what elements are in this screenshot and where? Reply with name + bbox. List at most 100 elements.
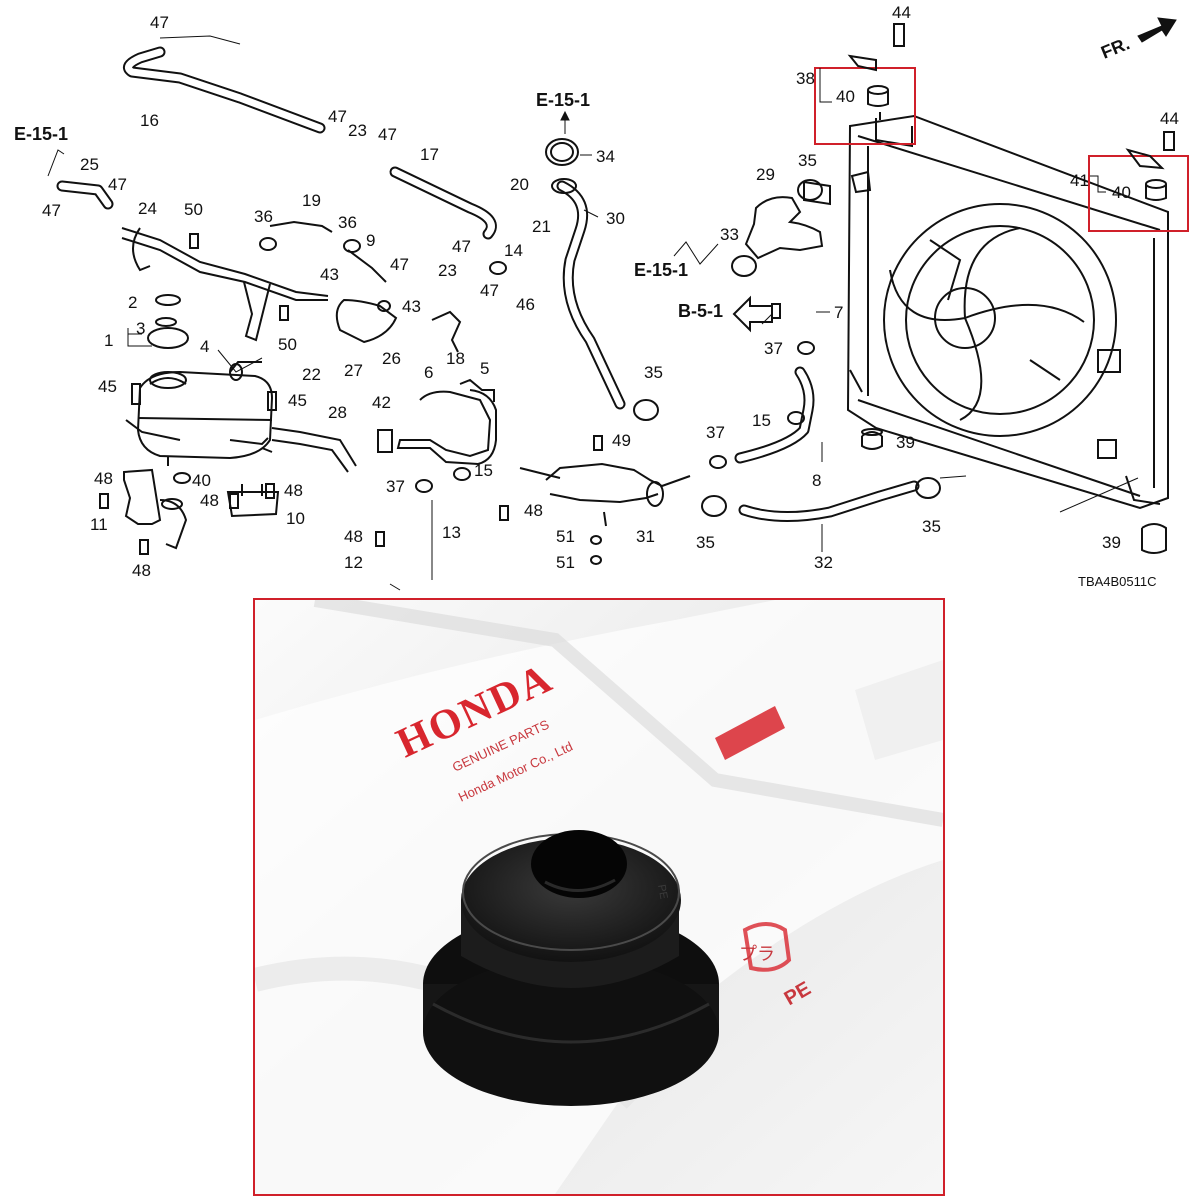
front-label: FR. — [1098, 33, 1132, 62]
callout: 35 — [696, 533, 715, 552]
callout: 50 — [184, 200, 203, 219]
callout: 34 — [596, 147, 615, 166]
callout: 17 — [420, 145, 439, 164]
part-mark: PE — [655, 884, 669, 901]
callout: 37 — [386, 477, 405, 496]
callout: 4 — [200, 337, 209, 356]
callout: 29 — [756, 165, 775, 184]
water-outlet-31 — [519, 462, 691, 527]
callout: 11 — [90, 515, 108, 534]
callout: 42 — [372, 393, 391, 412]
callout: 1 — [104, 331, 113, 350]
callout: 14 — [504, 241, 523, 260]
callout: 26 — [382, 349, 401, 368]
callout: 48 — [200, 491, 219, 510]
bolts — [99, 23, 1175, 565]
callout: 45 — [98, 377, 117, 396]
callout: 44 — [892, 3, 911, 22]
callout: 43 — [320, 265, 339, 284]
callout: 18 — [446, 349, 465, 368]
callout: 7 — [834, 303, 843, 322]
callout: 47 — [390, 255, 409, 274]
callout-numbers: 47 16 47 23 47 17 25 47 47 24 50 36 19 3… — [42, 3, 1179, 580]
ref-e-15-1-mid: E-15-1 — [634, 260, 688, 280]
hose-clamps — [259, 179, 941, 517]
ref-e-15-1-top: E-15-1 — [536, 90, 590, 110]
callout: 15 — [474, 461, 493, 480]
callout: 47 — [150, 13, 169, 32]
callout: 27 — [344, 361, 363, 380]
callout: 48 — [344, 527, 363, 546]
callout: 24 — [138, 199, 157, 218]
callout: 35 — [922, 517, 941, 536]
reservoir-brackets — [123, 468, 280, 550]
callout: 32 — [814, 553, 833, 572]
grommet-40-lower-highlight — [1088, 148, 1189, 232]
callout: 51 — [556, 527, 575, 546]
callout: 41 — [1070, 171, 1089, 190]
parts-diagram: FR. — [14, 3, 1189, 591]
callout: 8 — [812, 471, 821, 490]
callout: 19 — [302, 191, 321, 210]
callout: 40 — [1112, 183, 1131, 202]
callout: 22 — [302, 365, 321, 384]
callout: 50 — [278, 335, 297, 354]
callout: 25 — [80, 155, 99, 174]
callout: 5 — [480, 359, 489, 378]
ref-b-5-1: B-5-1 — [678, 301, 723, 321]
callout: 48 — [284, 481, 303, 500]
callout: 31 — [636, 527, 655, 546]
callout: 20 — [510, 175, 529, 194]
callout: 28 — [328, 403, 347, 422]
callout: 37 — [764, 339, 783, 358]
callout: 47 — [480, 281, 499, 300]
ref-e-15-1-left: E-15-1 — [14, 124, 68, 144]
grommet-photo: HONDA GENUINE PARTS Honda Motor Co., Ltd… — [253, 598, 945, 1196]
callout: 43 — [402, 297, 421, 316]
upper-radiator-hose — [545, 138, 626, 410]
callout: 49 — [612, 431, 631, 450]
rubber-grommet: PE — [423, 830, 719, 1106]
radiator-and-fan — [846, 112, 1169, 510]
callout: 45 — [288, 391, 307, 410]
callout: 9 — [366, 231, 375, 250]
callout: 15 — [752, 411, 771, 430]
callout: 47 — [108, 175, 127, 194]
diagram-code: TBA4B0511C — [1078, 574, 1157, 589]
callout: 6 — [424, 363, 433, 382]
callout: 47 — [378, 125, 397, 144]
callout: 47 — [42, 201, 61, 220]
callout: 30 — [606, 209, 625, 228]
callout: 36 — [338, 213, 357, 232]
callout: 40 — [192, 471, 211, 490]
callout: 46 — [516, 295, 535, 314]
callout: 35 — [644, 363, 663, 382]
callout: 12 — [344, 553, 363, 572]
callout: 38 — [796, 69, 815, 88]
breather-hoses — [56, 46, 497, 353]
callout: 39 — [1102, 533, 1121, 552]
red-mark — [715, 706, 785, 760]
callout: 40 — [836, 87, 855, 106]
callout: 23 — [438, 261, 457, 280]
callout: 33 — [720, 225, 739, 244]
callout: 47 — [328, 107, 347, 126]
callout: 44 — [1160, 109, 1179, 128]
callout: 23 — [348, 121, 367, 140]
callout: 48 — [524, 501, 543, 520]
section-references: E-15-1 E-15-1 E-15-1 B-5-1 — [14, 90, 773, 333]
callout: 39 — [896, 433, 915, 452]
callout: 48 — [94, 469, 113, 488]
front-direction-indicator: FR. — [1098, 17, 1177, 63]
callout: 35 — [798, 151, 817, 170]
callout: 48 — [132, 561, 151, 580]
callout: 13 — [442, 523, 461, 542]
lower-hoses-left — [271, 378, 497, 473]
callout: 21 — [532, 217, 551, 236]
callout: 3 — [136, 319, 145, 338]
callout: 36 — [254, 207, 273, 226]
callout: 37 — [706, 423, 725, 442]
callout: 16 — [140, 111, 159, 130]
front-arrow-icon — [1137, 17, 1177, 43]
radiator-upper-inlet — [744, 180, 831, 260]
